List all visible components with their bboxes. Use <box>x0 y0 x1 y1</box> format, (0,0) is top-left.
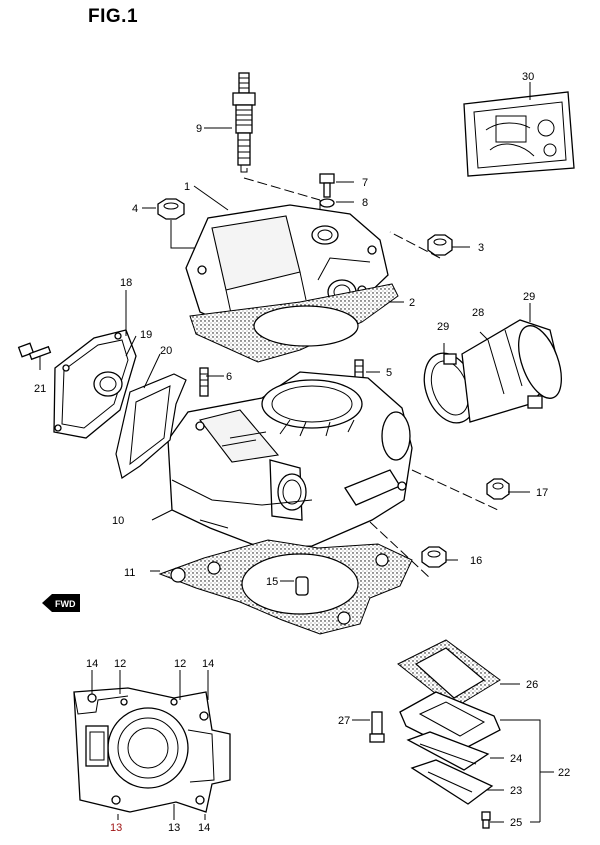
callout-12-left: 12 <box>114 658 126 670</box>
cylinder-head <box>185 204 389 339</box>
callout-14-left: 14 <box>86 658 98 670</box>
nut-4 <box>157 198 185 220</box>
callout-23: 23 <box>510 785 522 797</box>
screw-25 <box>481 811 491 829</box>
callout-14-bottom: 14 <box>198 822 210 834</box>
callout-28: 28 <box>472 307 484 319</box>
callout-24: 24 <box>510 753 522 765</box>
callout-27: 27 <box>338 715 350 727</box>
fwd-arrow-icon: FWD <box>42 594 80 612</box>
callout-13-left: 13 <box>110 822 122 834</box>
bolt-7 <box>319 173 335 198</box>
figure-title: FIG.1 <box>88 6 139 27</box>
callout-11: 11 <box>124 567 135 579</box>
nut-3 <box>427 234 453 256</box>
stud-6 <box>199 367 209 397</box>
callout-labels: 9 1 4 7 8 3 2 6 5 18 19 20 21 10 11 15 1… <box>34 71 570 834</box>
callout-13-right: 13 <box>168 822 180 834</box>
exhaust-cover <box>53 329 137 439</box>
callout-16: 16 <box>470 555 482 567</box>
callout-21: 21 <box>34 383 46 395</box>
callout-2: 2 <box>409 297 415 309</box>
callout-15: 15 <box>266 576 278 588</box>
callout-19: 19 <box>140 329 152 341</box>
washer-8 <box>319 198 335 208</box>
nut-17 <box>486 478 510 500</box>
callout-26: 26 <box>526 679 538 691</box>
callout-6: 6 <box>226 371 232 383</box>
callout-30: 30 <box>522 71 534 83</box>
svg-text:FWD: FWD <box>55 599 76 609</box>
dowel-pin <box>295 576 309 596</box>
callout-3: 3 <box>478 242 484 254</box>
callout-12-right: 12 <box>174 658 186 670</box>
callout-10: 10 <box>112 515 124 527</box>
reed-valve-assembly <box>369 639 501 829</box>
callout-25: 25 <box>510 817 522 829</box>
callout-29-right: 29 <box>523 291 535 303</box>
callout-18: 18 <box>120 277 132 289</box>
spark-plug <box>232 72 256 173</box>
callout-7: 7 <box>362 177 368 189</box>
callout-17: 17 <box>536 487 548 499</box>
cylinder-side-view <box>73 687 231 813</box>
callout-14-right: 14 <box>202 658 214 670</box>
cylinder <box>167 371 413 549</box>
nut-16 <box>421 546 447 568</box>
callout-22: 22 <box>558 767 570 779</box>
base-gasket <box>158 539 413 635</box>
callout-9: 9 <box>196 123 202 135</box>
gasket-kit-bag <box>463 91 575 177</box>
screw-27 <box>369 711 385 743</box>
callout-1: 1 <box>184 181 190 193</box>
callout-8: 8 <box>362 197 368 209</box>
callout-29-left: 29 <box>437 321 449 333</box>
callout-5: 5 <box>386 367 392 379</box>
callout-20: 20 <box>160 345 172 357</box>
intake-joint <box>423 319 562 424</box>
bolt-21 <box>17 342 52 361</box>
callout-4: 4 <box>132 203 138 215</box>
leader-lines <box>39 82 554 823</box>
